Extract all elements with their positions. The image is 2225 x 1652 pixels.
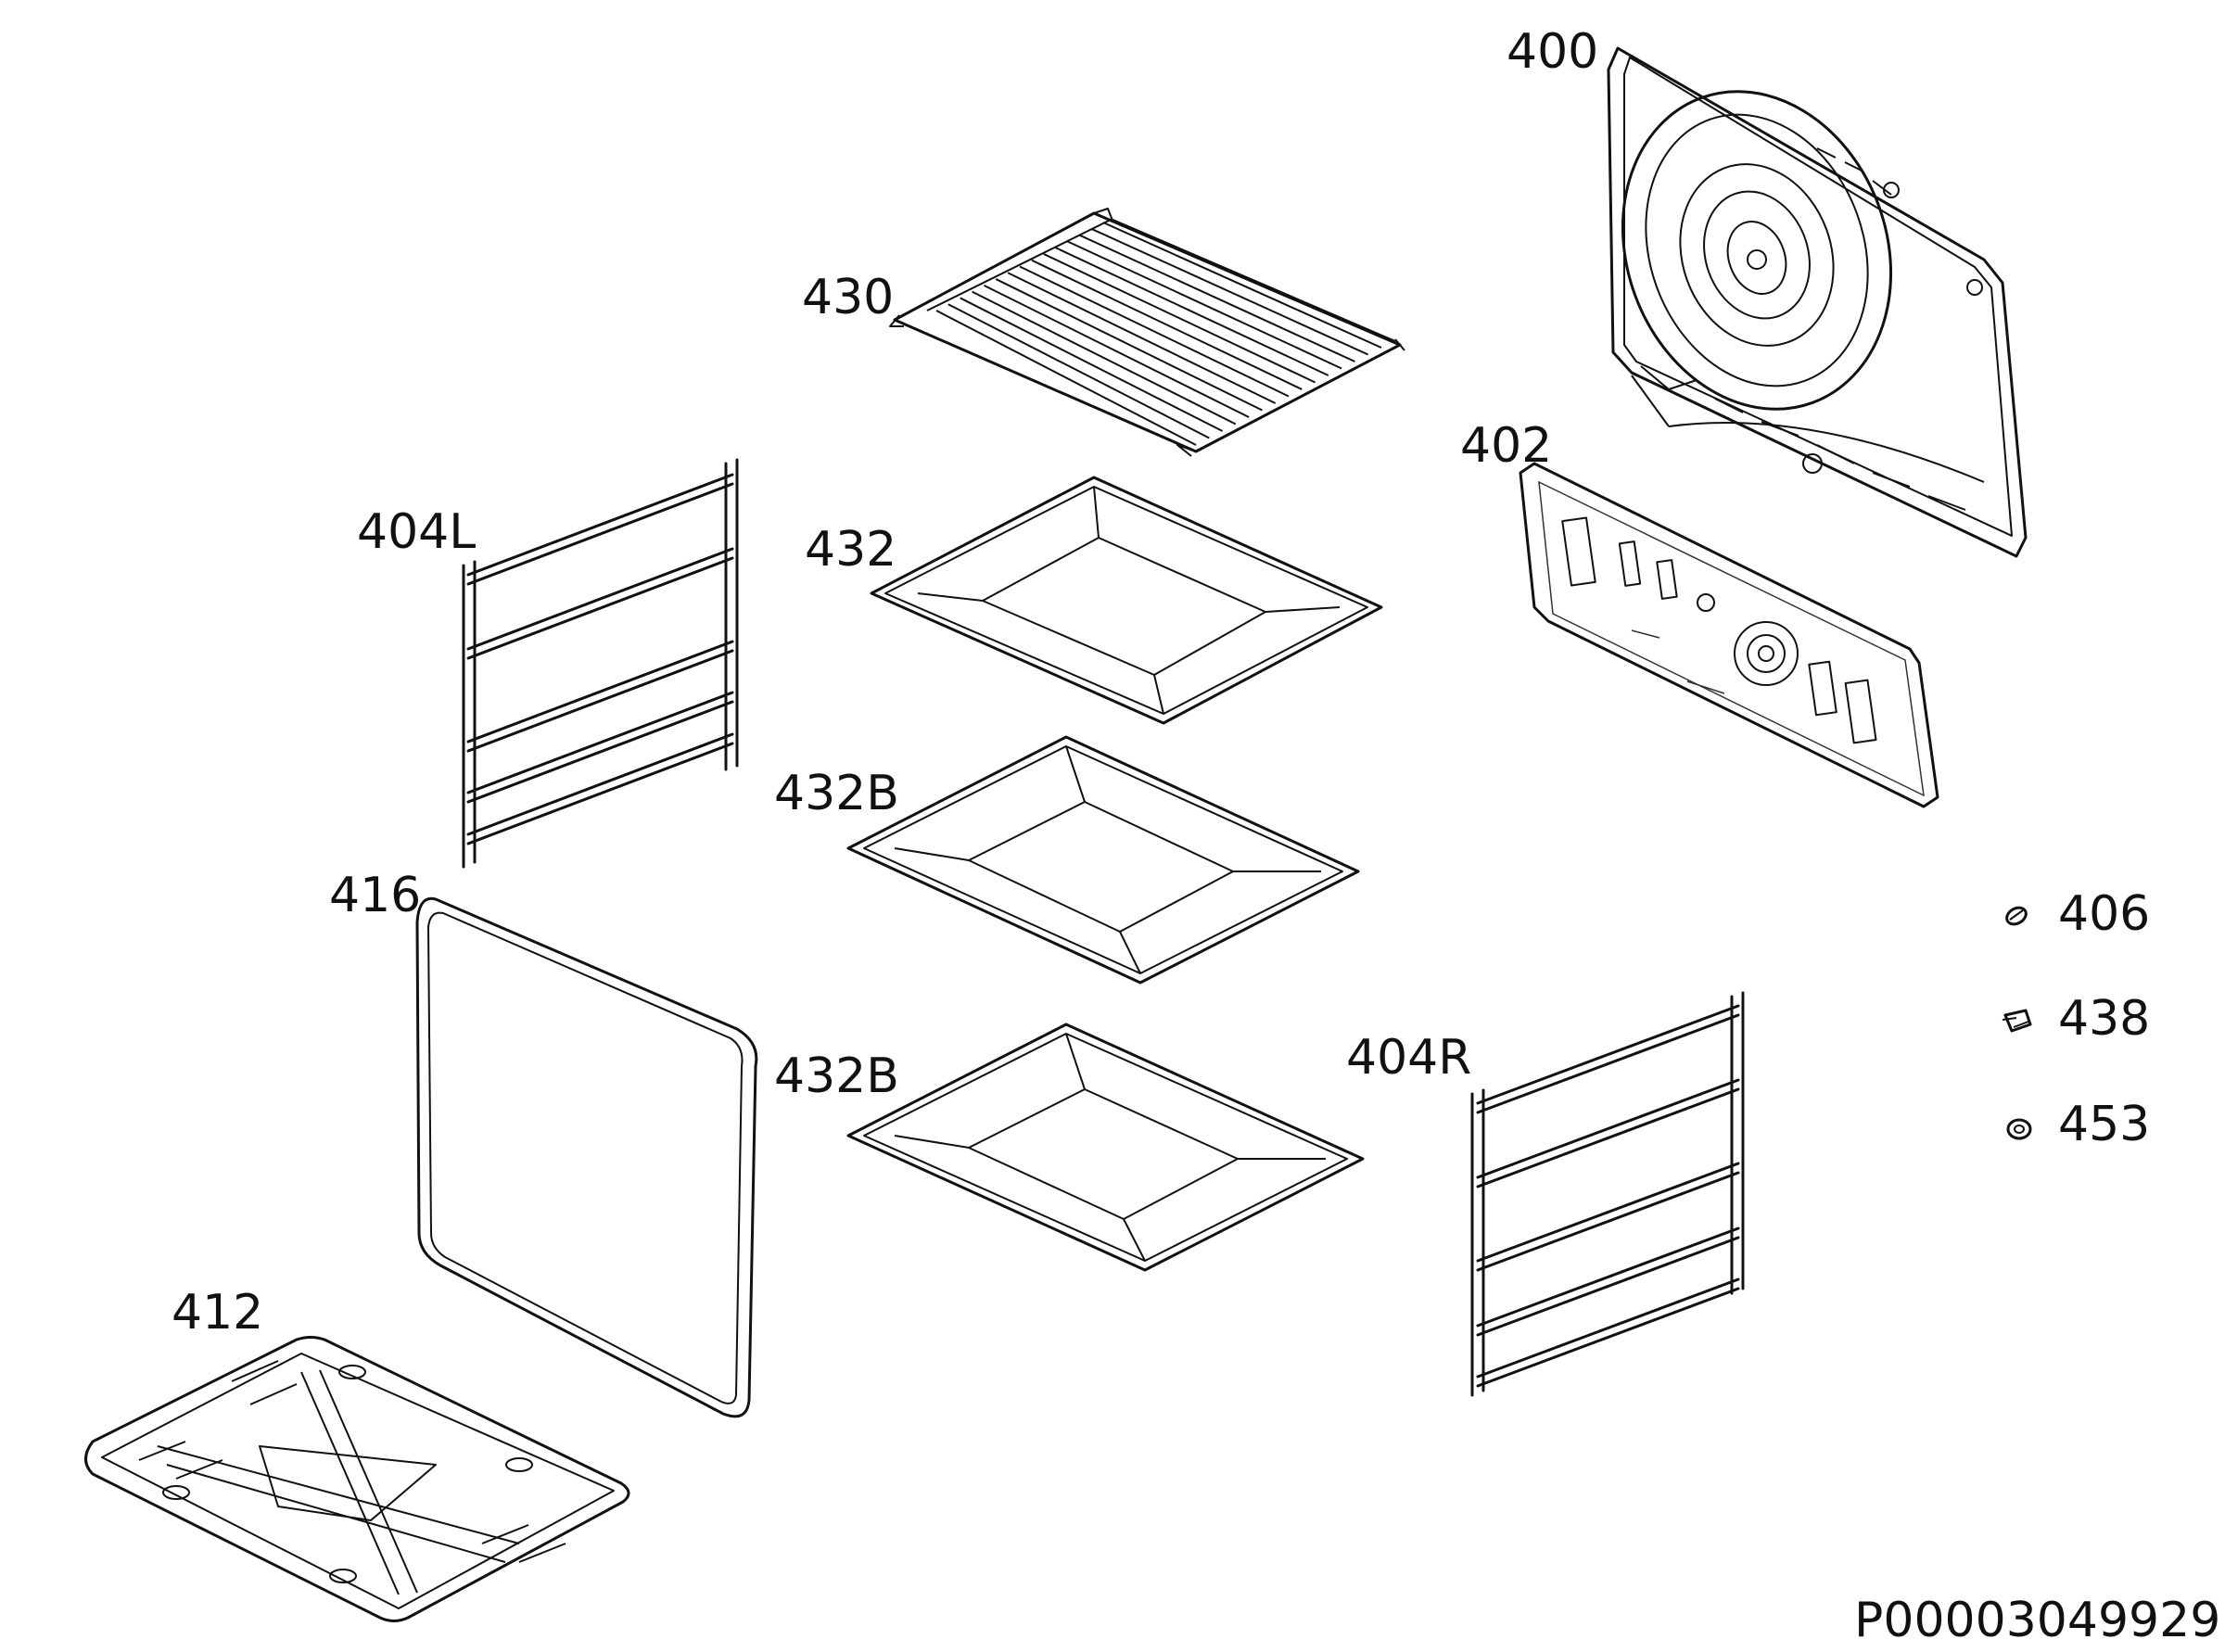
wire-line <box>1043 253 1316 384</box>
wire-line <box>1476 1277 1740 1379</box>
wire-line <box>466 732 734 836</box>
wire-line <box>1476 1226 1740 1328</box>
wire-line <box>1476 1013 1740 1114</box>
wire-line <box>466 473 734 577</box>
callout-432: 432 <box>805 522 897 578</box>
wire-line <box>1476 1087 1740 1188</box>
wire-line <box>466 700 734 804</box>
wire-line <box>1476 1004 1740 1105</box>
callout-430: 430 <box>802 270 895 325</box>
tray-432 <box>870 476 1383 725</box>
wire-line <box>1031 259 1303 390</box>
callout-416: 416 <box>329 868 422 923</box>
rack-left-404l <box>462 458 739 869</box>
wire-line <box>1067 240 1342 370</box>
wire-line <box>466 691 734 794</box>
wire-line <box>935 310 1197 446</box>
wire-line <box>995 278 1263 412</box>
wire-line <box>960 297 1224 432</box>
wire-line <box>1476 1171 1740 1272</box>
callout-406: 406 <box>2058 886 2151 942</box>
wire-line <box>466 547 734 651</box>
wire-shelf-430 <box>889 208 1405 457</box>
callout-412: 412 <box>172 1285 264 1341</box>
small-part-406-icon <box>2005 906 2028 926</box>
wire-line <box>1019 265 1290 398</box>
callout-400: 400 <box>1507 24 1599 80</box>
wire-line <box>1476 1236 1740 1337</box>
tray-432b-lower <box>846 1023 1365 1272</box>
drawing-id: P00003049929 <box>1854 1593 2221 1648</box>
small-part-453-icon <box>2006 1118 2032 1140</box>
bottom-plate-412 <box>84 1336 630 1622</box>
wire-line <box>466 742 734 845</box>
back-panel-402 <box>1519 462 1939 808</box>
wire-line <box>983 284 1250 418</box>
callout-432b-upper: 432B <box>774 766 899 821</box>
door-seal-416 <box>415 896 758 1418</box>
wire-line <box>1090 227 1369 356</box>
wire-line <box>1476 1162 1740 1263</box>
callout-453: 453 <box>2058 1097 2151 1152</box>
callout-404l: 404L <box>357 504 477 560</box>
wire-line <box>972 290 1237 426</box>
rack-right-404r <box>1470 991 1745 1397</box>
wire-line <box>466 482 734 586</box>
wire-line <box>947 303 1210 439</box>
callout-402: 402 <box>1460 418 1553 474</box>
wire-line <box>466 556 734 660</box>
callout-432b-lower: 432B <box>774 1048 899 1104</box>
wire-line <box>1476 1287 1740 1388</box>
small-part-438-icon <box>2002 1009 2032 1033</box>
wire-line <box>1102 222 1382 349</box>
fan-cover-400 <box>1607 46 2028 558</box>
tray-432b-upper <box>846 735 1360 985</box>
wire-line <box>1078 234 1355 362</box>
callout-438: 438 <box>2058 991 2151 1047</box>
wire-line <box>466 649 734 753</box>
wire-line <box>1476 1078 1740 1179</box>
wire-line <box>1055 247 1329 376</box>
wire-line <box>1007 272 1277 404</box>
wire-line <box>466 640 734 743</box>
callout-404r: 404R <box>1346 1030 1472 1086</box>
